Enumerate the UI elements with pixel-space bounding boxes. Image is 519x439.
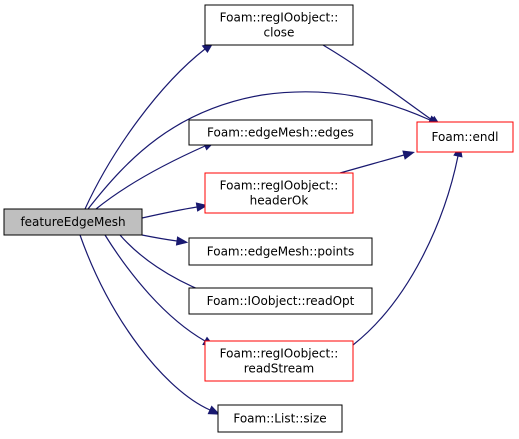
edge-line	[119, 234, 206, 293]
edge-line	[352, 155, 459, 346]
node-label: Foam::List::size	[233, 412, 326, 426]
node-headerOk[interactable]: Foam::regIOobject::headerOk	[204, 172, 354, 214]
node-label: Foam::edgeMesh::points	[207, 245, 354, 259]
nodes-layer: featureEdgeMeshFoam::regIOobject::closeF…	[3, 4, 514, 433]
node-root[interactable]: featureEdgeMesh	[3, 208, 143, 236]
node-label: Foam::endl	[432, 130, 499, 144]
node-close[interactable]: Foam::regIOobject::close	[204, 4, 354, 46]
node-size[interactable]: Foam::List::size	[217, 404, 343, 433]
node-label: Foam::edgeMesh::edges	[207, 126, 354, 140]
edge-arrowhead	[402, 150, 415, 160]
node-label: featureEdgeMesh	[20, 215, 125, 229]
edge-line	[95, 145, 206, 210]
edge-arrowhead	[175, 236, 189, 246]
node-label: headerOk	[250, 194, 309, 208]
edge-root-to-points	[141, 234, 189, 246]
node-box	[204, 340, 354, 382]
node-box	[217, 404, 343, 433]
edge-line	[104, 234, 206, 342]
node-readOpt[interactable]: Foam::IOobject::readOpt	[188, 287, 373, 315]
edge-root-to-headerOk	[141, 202, 209, 219]
node-box	[188, 119, 373, 146]
node-label: close	[264, 26, 295, 40]
node-endl[interactable]: Foam::endl	[416, 121, 514, 153]
node-label: Foam::regIOobject::	[220, 347, 339, 361]
node-label: Foam::IOobject::readOpt	[207, 294, 355, 308]
node-box	[188, 237, 373, 266]
node-points[interactable]: Foam::edgeMesh::points	[188, 237, 373, 266]
edge-arrowhead	[195, 202, 209, 212]
node-box	[188, 287, 373, 315]
edge-line	[322, 44, 433, 121]
node-label: readStream	[244, 362, 314, 376]
node-edges[interactable]: Foam::edgeMesh::edges	[188, 119, 373, 146]
edge-line	[87, 91, 431, 210]
node-label: Foam::regIOobject::	[220, 11, 339, 25]
edge-line	[141, 206, 198, 219]
edge-line	[141, 234, 178, 242]
edge-line	[79, 234, 211, 411]
edge-headerOk-to-endl	[339, 150, 415, 174]
edge-close-to-endl	[322, 44, 442, 127]
edge-root-to-size	[79, 234, 221, 415]
node-readStream[interactable]: Foam::regIOobject::readStream	[204, 340, 354, 382]
node-box	[416, 121, 514, 153]
node-label: Foam::regIOobject::	[220, 179, 339, 193]
edge-arrowhead	[207, 405, 221, 415]
edge-root-to-edges	[95, 141, 216, 210]
node-box	[3, 208, 143, 236]
edge-line	[339, 154, 405, 174]
node-box	[204, 172, 354, 214]
node-box	[204, 4, 354, 46]
edge-line	[84, 48, 206, 210]
